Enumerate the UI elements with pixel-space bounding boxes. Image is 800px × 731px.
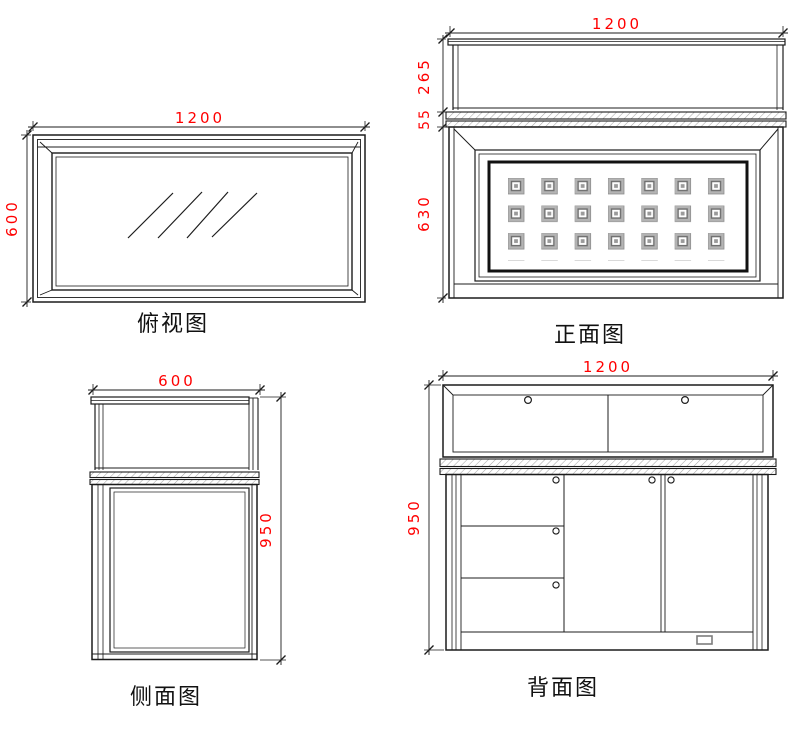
- top-view-label: 俯视图: [137, 312, 209, 337]
- dim-tick: [438, 293, 448, 303]
- back-view-width-value: 1200: [583, 358, 633, 376]
- door-knob: [648, 476, 656, 484]
- dim-tick: [424, 645, 434, 655]
- ornament-grid: [505, 175, 741, 261]
- front-view-height-dimensions: 265 55 630: [415, 34, 448, 303]
- miter-corner: [351, 289, 359, 296]
- front-view-label: 正面图: [554, 323, 626, 348]
- back-view-countertop: [439, 458, 777, 476]
- finger-hole: [680, 396, 689, 405]
- back-view: 1200 950: [405, 358, 778, 701]
- front-view-glass-height-value: 265: [415, 57, 433, 95]
- side-view-body: [91, 483, 258, 661]
- miter-corner: [39, 141, 53, 154]
- top-view-width-dimension: 1200: [28, 109, 370, 132]
- back-view-showcase: [442, 384, 774, 458]
- dim-tick: [438, 34, 448, 44]
- side-view-height-dimension: 950: [257, 392, 286, 665]
- front-view: 1200 265 55 630: [415, 15, 788, 348]
- drawer-knob: [552, 581, 560, 589]
- front-view-body: [448, 126, 784, 299]
- door-knob: [667, 476, 675, 484]
- miter-corner: [442, 384, 454, 396]
- front-view-body-height-value: 630: [415, 194, 433, 232]
- dim-tick: [360, 122, 370, 132]
- bevel-corner: [759, 128, 779, 151]
- dim-tick: [22, 130, 32, 140]
- dim-tick: [438, 107, 448, 117]
- dim-tick: [22, 297, 32, 307]
- dim-tick: [778, 28, 788, 38]
- miter-corner: [351, 141, 359, 154]
- dim-tick: [445, 28, 455, 38]
- front-view-width-value: 1200: [592, 15, 642, 33]
- dim-tick: [255, 385, 265, 395]
- dim-tick: [438, 371, 448, 381]
- dim-tick: [768, 371, 778, 381]
- miter-corner: [762, 384, 774, 396]
- top-view-width-value: 1200: [175, 109, 225, 127]
- back-view-height-dimension: 950: [405, 380, 444, 655]
- top-view: 1200 600 俯视图: [3, 109, 370, 337]
- drawer-knob: [552, 476, 560, 484]
- back-view-width-dimension: 1200: [438, 358, 778, 381]
- front-view-counter-height-value: 55: [417, 108, 433, 130]
- side-view: 600 950: [88, 372, 286, 710]
- dim-tick: [276, 655, 286, 665]
- dim-tick: [88, 385, 98, 395]
- glass-frame: [51, 152, 353, 291]
- top-view-outline: [32, 134, 366, 303]
- back-view-label: 背面图: [527, 676, 599, 701]
- dim-tick: [424, 380, 434, 390]
- side-view-width-value: 600: [158, 372, 196, 390]
- front-view-countertop: [445, 111, 787, 128]
- side-view-countertop: [89, 471, 260, 486]
- back-view-height-value: 950: [405, 498, 423, 536]
- front-view-showcase: [447, 38, 786, 110]
- top-view-depth-dimension: 600: [3, 130, 32, 307]
- finger-hole: [523, 396, 532, 405]
- side-panel: [109, 487, 250, 653]
- top-cap: [447, 38, 786, 46]
- bevel-corner: [453, 128, 476, 151]
- side-view-height-value: 950: [257, 510, 275, 548]
- latch-plate: [696, 635, 713, 645]
- dim-tick: [276, 392, 286, 402]
- front-view-width-dimension: 1200: [445, 15, 788, 38]
- dim-tick: [28, 122, 38, 132]
- side-view-showcase: [90, 396, 259, 470]
- side-view-width-dimension: 600: [88, 372, 265, 395]
- top-view-depth-value: 600: [3, 199, 21, 237]
- miter-corner: [39, 289, 53, 296]
- decor-panel-frame: [487, 160, 749, 273]
- glass-symbol-lines: [127, 191, 258, 239]
- drawer-knob: [552, 527, 560, 535]
- back-view-body: [445, 473, 769, 651]
- side-view-label: 侧面图: [130, 685, 202, 710]
